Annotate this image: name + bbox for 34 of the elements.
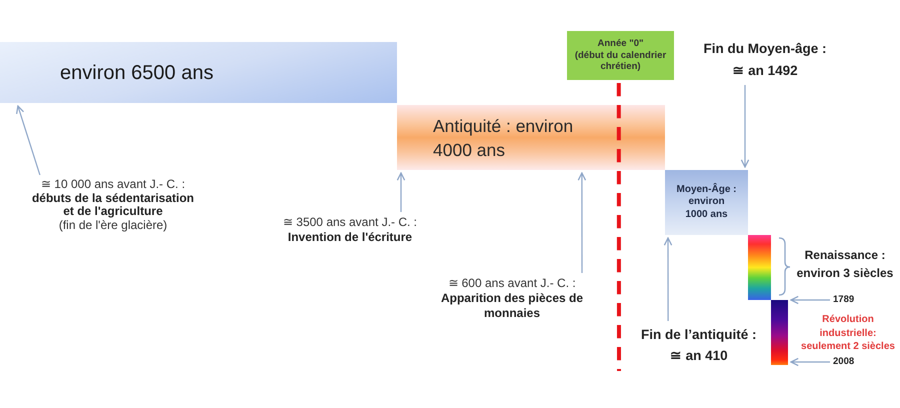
date-label: ≅ 600 ans avant J.- C. :: [447, 276, 577, 291]
dashed-line: [616, 83, 621, 371]
period-box: [665, 170, 748, 235]
event-label: Fin du Moyen-âge :: [702, 40, 828, 58]
note-label: (fin de l'ère glacière): [58, 218, 168, 232]
period-bar: [748, 235, 771, 300]
period-band: [397, 105, 665, 170]
year-zero-box: [567, 31, 674, 80]
arrow: [396, 172, 406, 212]
date-label: ≅ an 410: [668, 347, 729, 365]
period-label: Révolution industrielle: seulement 2 siècles: [800, 313, 896, 354]
arrow: [664, 237, 672, 321]
arrow: [578, 172, 586, 273]
arrow: [790, 296, 830, 304]
period-label: environ 6500 ans: [60, 60, 214, 84]
period-label: Renaissance : environ 3 siècles: [796, 247, 894, 282]
year-label: Année "0": [598, 38, 644, 50]
date-label: ≅ an 1492: [731, 62, 799, 80]
note-label: (début du calendrier chrétien): [574, 50, 668, 73]
period-label: Antiquité : environ 4000 ans: [433, 114, 574, 162]
year-label: 2008: [833, 356, 854, 368]
arrow: [790, 358, 830, 366]
arrow: [740, 85, 750, 168]
arrow: [16, 105, 40, 176]
period-label: Moyen-Âge : environ 1000 ans: [676, 184, 737, 222]
event-label: débuts de la sédentarisation et de l'agriculture: [30, 192, 196, 218]
year-label: 1789: [833, 294, 854, 306]
period-bar: [771, 300, 788, 365]
date-label: ≅ 10 000 ans avant J.- C. :: [40, 178, 186, 192]
date-label: ≅ 3500 ans avant J.- C. :: [282, 215, 418, 230]
event-label: Apparition des pièces de monnaies: [440, 291, 584, 321]
event-label: Fin de l’antiquité :: [641, 326, 756, 344]
period-band: [0, 42, 397, 103]
event-label: Invention de l'écriture: [286, 230, 414, 245]
